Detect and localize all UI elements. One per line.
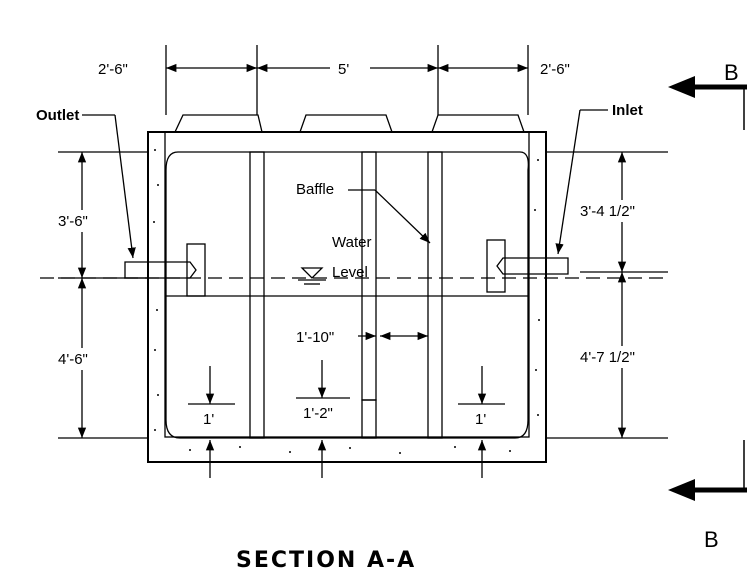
inlet-leader [555,109,608,255]
dim-floor-left: 1' [203,411,214,428]
floor-dimensions [188,360,505,478]
dim-top-left: 2'-6" [98,61,128,78]
dim-floor-right: 1' [475,411,486,428]
concrete-tank [147,131,547,463]
outlet-leader [82,114,136,259]
dim-floor-middle: 1'-2" [303,405,333,422]
riser-right [431,114,525,133]
dim-top-right: 2'-6" [540,61,570,78]
top-dimensions [165,45,529,115]
left-dimensions [58,151,148,439]
dim-left-upper: 3'-6" [58,213,88,230]
water-level-symbol [298,267,326,285]
inlet-pipe [486,239,569,293]
section-marker-bottom: B [704,527,719,552]
dim-top-middle: 5' [338,61,349,78]
dim-right-lower: 4'-7 1/2" [580,349,635,366]
outlet-label: Outlet [36,107,79,124]
baffle-label: Baffle [296,181,334,198]
riser-middle [299,114,393,133]
section-arrow-bottom-icon [668,440,747,501]
level-label: Level [332,264,368,281]
section-marker-top: B [724,60,739,85]
inlet-label: Inlet [612,102,643,119]
riser-left [174,114,263,133]
dim-right-upper: 3'-4 1/2" [580,203,635,220]
dim-baffle-gap: 1'-10" [296,329,334,346]
section-arrow-top-icon [668,76,747,130]
tank-body [165,151,529,439]
water-label: Water [332,234,371,251]
dim-left-lower: 4'-6" [58,351,88,368]
baffle-leader [346,189,431,244]
right-dimensions [546,151,668,439]
outlet-pipe [124,243,206,297]
drawing-title: SECTION A-A [236,548,416,573]
